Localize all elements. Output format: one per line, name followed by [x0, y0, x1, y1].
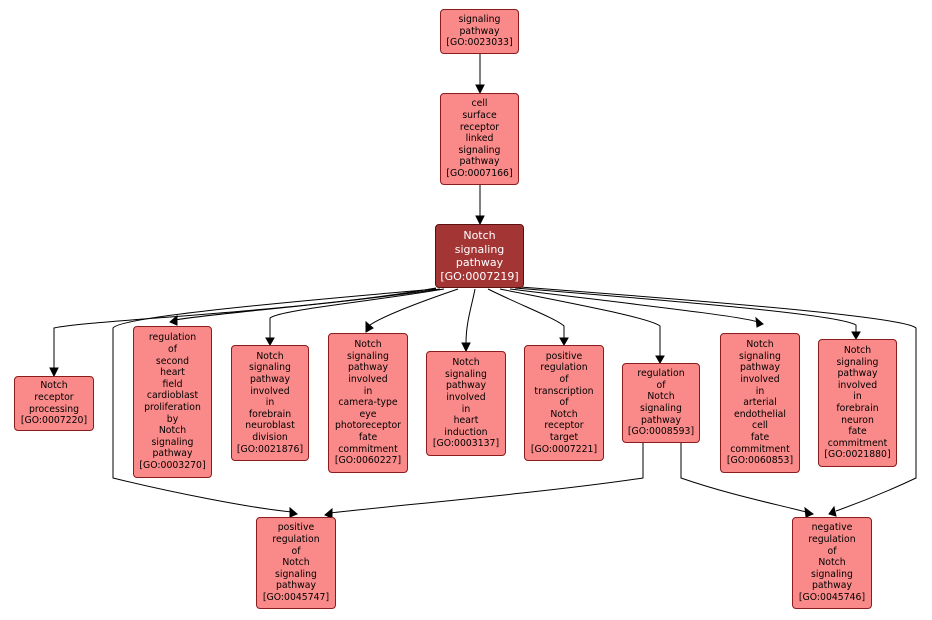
arrowhead: [324, 507, 333, 519]
node-label: Notch signaling pathway involved in came…: [334, 339, 402, 467]
arrowhead: [365, 320, 374, 333]
go-node-camera-type-eye-photoreceptor[interactable]: Notch signaling pathway involved in came…: [328, 333, 408, 473]
arrowhead: [475, 215, 485, 226]
edge-notch-to-arterial: [509, 288, 759, 323]
node-label: Notch signaling pathway involved in arte…: [726, 339, 794, 467]
node-label: Notch signaling pathway involved in fore…: [236, 350, 304, 455]
arrowhead: [475, 84, 485, 95]
arrowhead: [461, 342, 471, 353]
edge-notch-to-transcription: [487, 288, 565, 338]
arrowhead: [265, 337, 275, 347]
edge-notch-to-negative-regulation: [519, 286, 917, 512]
edge-notch-to-forebrain-neuroblast: [269, 288, 445, 338]
node-label: signaling pathway [GO:0023033]: [446, 14, 513, 49]
go-node-regulation-of-notch-signaling[interactable]: regulation of Notch signaling pathway [G…: [622, 363, 700, 443]
arrowhead: [559, 337, 569, 347]
go-node-notch-signaling-pathway[interactable]: Notch signaling pathway [GO:0007219]: [435, 224, 524, 288]
edge-regulation-to-negative: [680, 443, 807, 513]
node-label: Notch signaling pathway involved in hear…: [432, 357, 500, 450]
go-node-notch-receptor-processing[interactable]: Notch receptor processing [GO:0007220]: [14, 376, 94, 431]
arrowhead: [851, 331, 861, 341]
node-label: Notch receptor processing [GO:0007220]: [20, 380, 88, 427]
edge-notch-to-camera-eye: [369, 288, 459, 326]
edge-notch-to-regulation: [499, 288, 661, 356]
node-label: regulation of Notch signaling pathway [G…: [627, 368, 695, 438]
node-label: Notch signaling pathway [GO:0007219]: [440, 229, 519, 283]
go-node-signaling-pathway[interactable]: signaling pathway [GO:0023033]: [440, 9, 519, 54]
go-node-positive-regulation-of-notch[interactable]: positive regulation of Notch signaling p…: [256, 517, 336, 609]
go-node-regulation-second-heart-field-cardioblast[interactable]: regulation of second heart field cardiob…: [133, 326, 212, 478]
arrowhead: [169, 314, 178, 326]
arrowhead: [655, 355, 665, 365]
go-node-forebrain-neuron-fate[interactable]: Notch signaling pathway involved in fore…: [818, 339, 897, 467]
node-label: regulation of second heart field cardiob…: [139, 332, 206, 471]
go-node-cell-surface-receptor-linked-signaling-pathway[interactable]: cell surface receptor linked signaling p…: [440, 93, 519, 185]
node-label: positive regulation of Notch signaling p…: [262, 522, 330, 603]
go-node-negative-regulation-of-notch[interactable]: negative regulation of Notch signaling p…: [792, 517, 872, 609]
node-label: Notch signaling pathway involved in fore…: [824, 345, 891, 461]
go-node-heart-induction[interactable]: Notch signaling pathway involved in hear…: [426, 351, 506, 456]
go-node-arterial-endothelial-cell-fate[interactable]: Notch signaling pathway involved in arte…: [720, 333, 800, 473]
edge-notch-to-forebrain-neuron: [514, 287, 857, 332]
edge-notch-to-positive-regulation: [112, 288, 437, 513]
go-node-forebrain-neuroblast-division[interactable]: Notch signaling pathway involved in fore…: [231, 345, 309, 461]
arrowhead: [828, 505, 837, 517]
edge-notch-to-cardioblast: [174, 288, 441, 321]
edge-notch-to-heart-induction: [465, 288, 476, 344]
arrowhead: [49, 367, 59, 378]
edge-regulation-to-positive: [329, 443, 644, 514]
node-label: cell surface receptor linked signaling p…: [446, 98, 513, 179]
go-node-positive-regulation-transcription[interactable]: positive regulation of transcription of …: [524, 345, 604, 461]
node-label: negative regulation of Notch signaling p…: [798, 522, 866, 603]
arrowhead: [289, 506, 298, 518]
node-label: positive regulation of transcription of …: [530, 350, 598, 455]
arrowhead: [804, 506, 814, 518]
arrowhead: [755, 316, 764, 328]
